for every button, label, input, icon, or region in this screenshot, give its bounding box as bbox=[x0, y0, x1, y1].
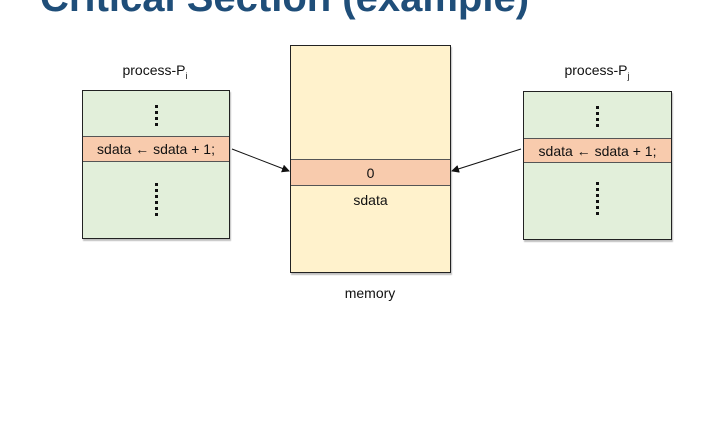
arrow-pj-to-memory bbox=[451, 148, 522, 173]
arrow-pi-to-memory bbox=[231, 148, 290, 173]
slide-title: Critical Section (example) bbox=[40, 0, 529, 21]
process-j-box: sdata ← sdata + 1; bbox=[523, 91, 672, 240]
process-i-box: sdata ← sdata + 1; bbox=[82, 90, 230, 239]
process-i-statement: sdata ← sdata + 1; bbox=[83, 136, 229, 162]
process-j-subscript: j bbox=[627, 70, 630, 81]
ellipsis-icon bbox=[596, 106, 599, 129]
memory-variable-label: sdata bbox=[353, 192, 388, 208]
process-i-subscript: i bbox=[185, 70, 188, 81]
ellipsis-icon bbox=[596, 182, 599, 218]
memory-cell-value: 0 bbox=[291, 159, 450, 186]
process-j-name: process-P bbox=[564, 62, 628, 78]
memory-label: memory bbox=[344, 285, 396, 301]
process-i-name: process-P bbox=[122, 62, 186, 78]
process-j-statement: sdata ← sdata + 1; bbox=[524, 138, 671, 163]
ellipsis-icon bbox=[154, 183, 158, 219]
memory-box: 0 sdata bbox=[290, 45, 451, 273]
process-i-label: process-Pi bbox=[95, 62, 215, 81]
process-j-label: process-Pj bbox=[537, 62, 657, 81]
ellipsis-icon bbox=[154, 105, 158, 128]
